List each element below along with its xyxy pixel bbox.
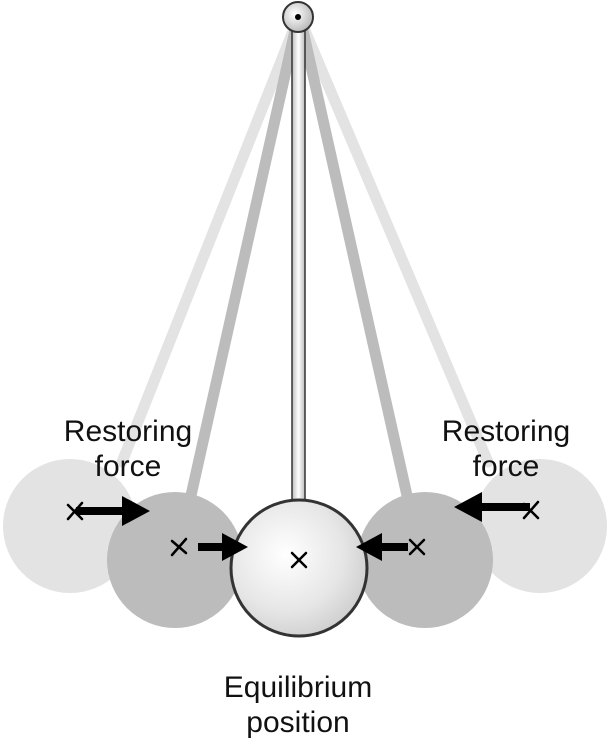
near-left-center-mark (170, 537, 188, 557)
far-right-bob (473, 459, 607, 593)
near-left-force-arrow (198, 533, 248, 561)
pivot-dot (295, 14, 301, 20)
far-right-force-arrow (454, 492, 530, 522)
left-restoring-force-label: Restoring force (38, 414, 218, 484)
equilibrium-position-label: Equilibrium position (198, 670, 398, 740)
near-right-center-mark (408, 538, 426, 556)
far-left-string (116, 20, 301, 468)
far-left-bob (3, 459, 137, 593)
right-restoring-force-label: Restoring force (416, 414, 596, 484)
equilibrium-label-line2: position (246, 706, 350, 739)
far-right-string (297, 20, 494, 468)
pendulum-rod (291, 27, 306, 513)
restoring-force-arrows (76, 492, 530, 561)
pivot (282, 1, 314, 33)
equilibrium-label-line1: Equilibrium (223, 671, 373, 704)
near-left-bob (107, 492, 243, 628)
far-left-force-arrow (76, 496, 150, 526)
right-restoring-label-line1: Restoring (441, 415, 571, 448)
far-swing-positions (3, 20, 607, 593)
equilibrium-bob (229, 498, 369, 638)
near-right-string (296, 20, 414, 506)
near-right-bob (357, 492, 493, 628)
far-left-center-mark (66, 501, 84, 521)
near-right-force-arrow (356, 533, 408, 561)
left-restoring-label-line2: force (94, 450, 162, 483)
equilibrium-center-mark (290, 551, 308, 569)
near-swing-positions (107, 20, 493, 628)
near-left-string (184, 20, 302, 506)
right-restoring-label-line2: force (472, 450, 540, 483)
left-restoring-label-line1: Restoring (63, 415, 193, 448)
